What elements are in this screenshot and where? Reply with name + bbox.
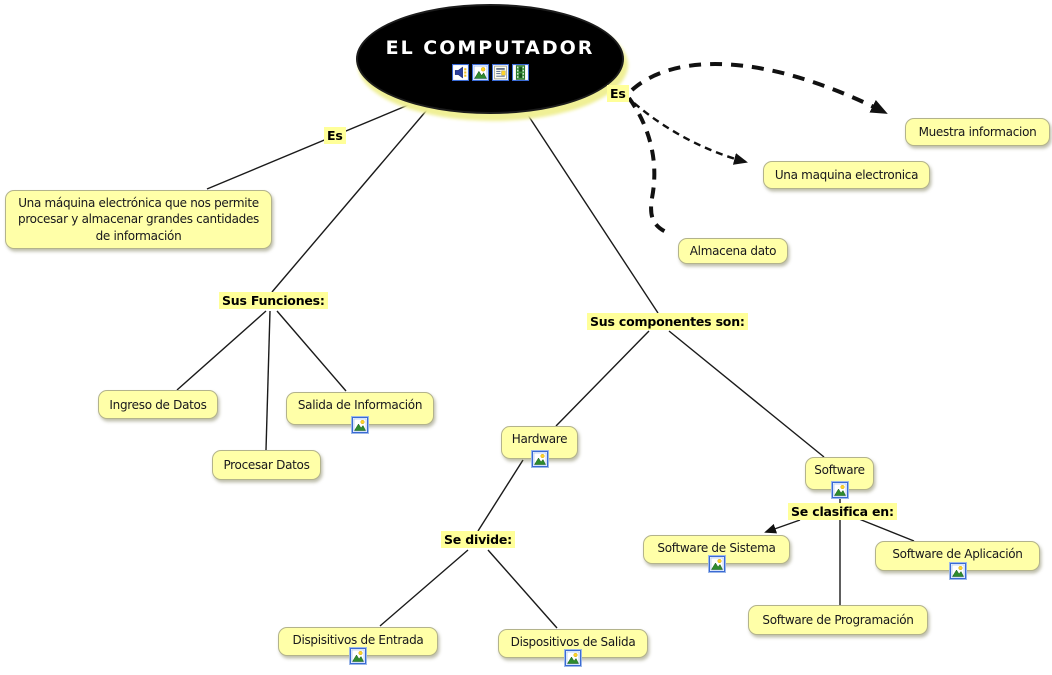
concept-almacena-dato[interactable]: Almacena dato (678, 238, 788, 264)
concept-label: Software de Aplicación (892, 547, 1023, 561)
linking-phrase-se-clasifica[interactable]: Se clasifica en: (788, 503, 897, 520)
concept-label: Procesar Datos (223, 458, 310, 472)
root-concept-el-computador[interactable]: EL COMPUTADOR (356, 4, 624, 114)
image-icon[interactable] (831, 482, 848, 498)
image-icon[interactable] (472, 64, 489, 81)
image-icon[interactable] (565, 650, 581, 666)
concept-label: Una maquina electronica (774, 168, 919, 182)
image-icon[interactable] (708, 556, 725, 572)
linking-phrase-se-divide[interactable]: Se divide: (441, 531, 515, 548)
concept-label: Una máquina electrónica que nos permite … (18, 196, 259, 243)
linking-phrase-es-left[interactable]: Es (324, 127, 346, 144)
concept-label: Hardware (511, 432, 568, 446)
linking-phrase-sus-componentes[interactable]: Sus componentes son: (587, 313, 748, 330)
concept-label: Software de Sistema (657, 541, 776, 555)
linking-phrase-sus-funciones[interactable]: Sus Funciones: (219, 292, 328, 309)
concept-muestra-informacion[interactable]: Muestra informacion (905, 118, 1050, 146)
concept-label: Almacena dato (689, 244, 777, 258)
concept-label: Dispisitivos de Entrada (292, 633, 424, 647)
concept-label: Software (814, 463, 865, 477)
image-icon[interactable] (350, 648, 366, 664)
concept-label: Salida de Información (297, 398, 423, 412)
document-icon[interactable] (492, 64, 509, 81)
concept-definicion[interactable]: Una máquina electrónica que nos permite … (5, 190, 272, 249)
linking-phrase-es-right[interactable]: Es (607, 85, 629, 102)
concept-software-de-aplicacion[interactable]: Software de Aplicación (875, 541, 1040, 579)
concept-una-maquina-electronica[interactable]: Una maquina electronica (763, 161, 930, 189)
concept-label: Dispositivos de Salida (510, 635, 636, 649)
concept-software-de-sistema[interactable]: Software de Sistema (643, 535, 790, 572)
concept-salida-de-informacion[interactable]: Salida de Información (286, 392, 434, 433)
concept-label: Ingreso de Datos (109, 397, 207, 412)
root-title: EL COMPUTADOR (385, 37, 595, 59)
concept-hardware[interactable]: Hardware (501, 426, 578, 467)
audio-icon[interactable] (452, 64, 469, 81)
concept-ingreso-de-datos[interactable]: Ingreso de Datos (98, 390, 218, 419)
concept-label: Software de Programación (762, 613, 914, 627)
concept-dispositivos-de-entrada[interactable]: Dispisitivos de Entrada (278, 627, 438, 664)
concept-procesar-datos[interactable]: Procesar Datos (212, 450, 321, 480)
video-icon[interactable] (512, 64, 529, 81)
image-icon[interactable] (352, 417, 368, 433)
concept-dispositivos-de-salida[interactable]: Dispositivos de Salida (498, 629, 648, 666)
concept-label: Muestra informacion (918, 125, 1037, 139)
root-resource-icons (452, 64, 529, 81)
concept-software-de-programacion[interactable]: Software de Programación (748, 605, 928, 635)
image-icon[interactable] (949, 563, 966, 579)
image-icon[interactable] (531, 451, 548, 467)
concept-software[interactable]: Software (805, 457, 874, 498)
